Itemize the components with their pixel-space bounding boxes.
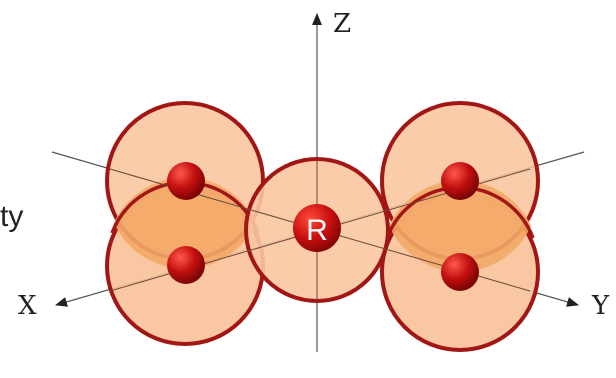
atom-ball-left-bottom <box>167 246 205 284</box>
y-axis-label: Y <box>591 291 610 321</box>
x-axis-label: X <box>18 291 37 321</box>
atom-ball-right-top <box>441 162 479 200</box>
center-atom-label: R <box>306 214 328 247</box>
atom-ball-right-bottom <box>441 253 479 291</box>
z-axis-label: Z <box>333 9 351 39</box>
atom-ball-left-top <box>167 162 205 200</box>
